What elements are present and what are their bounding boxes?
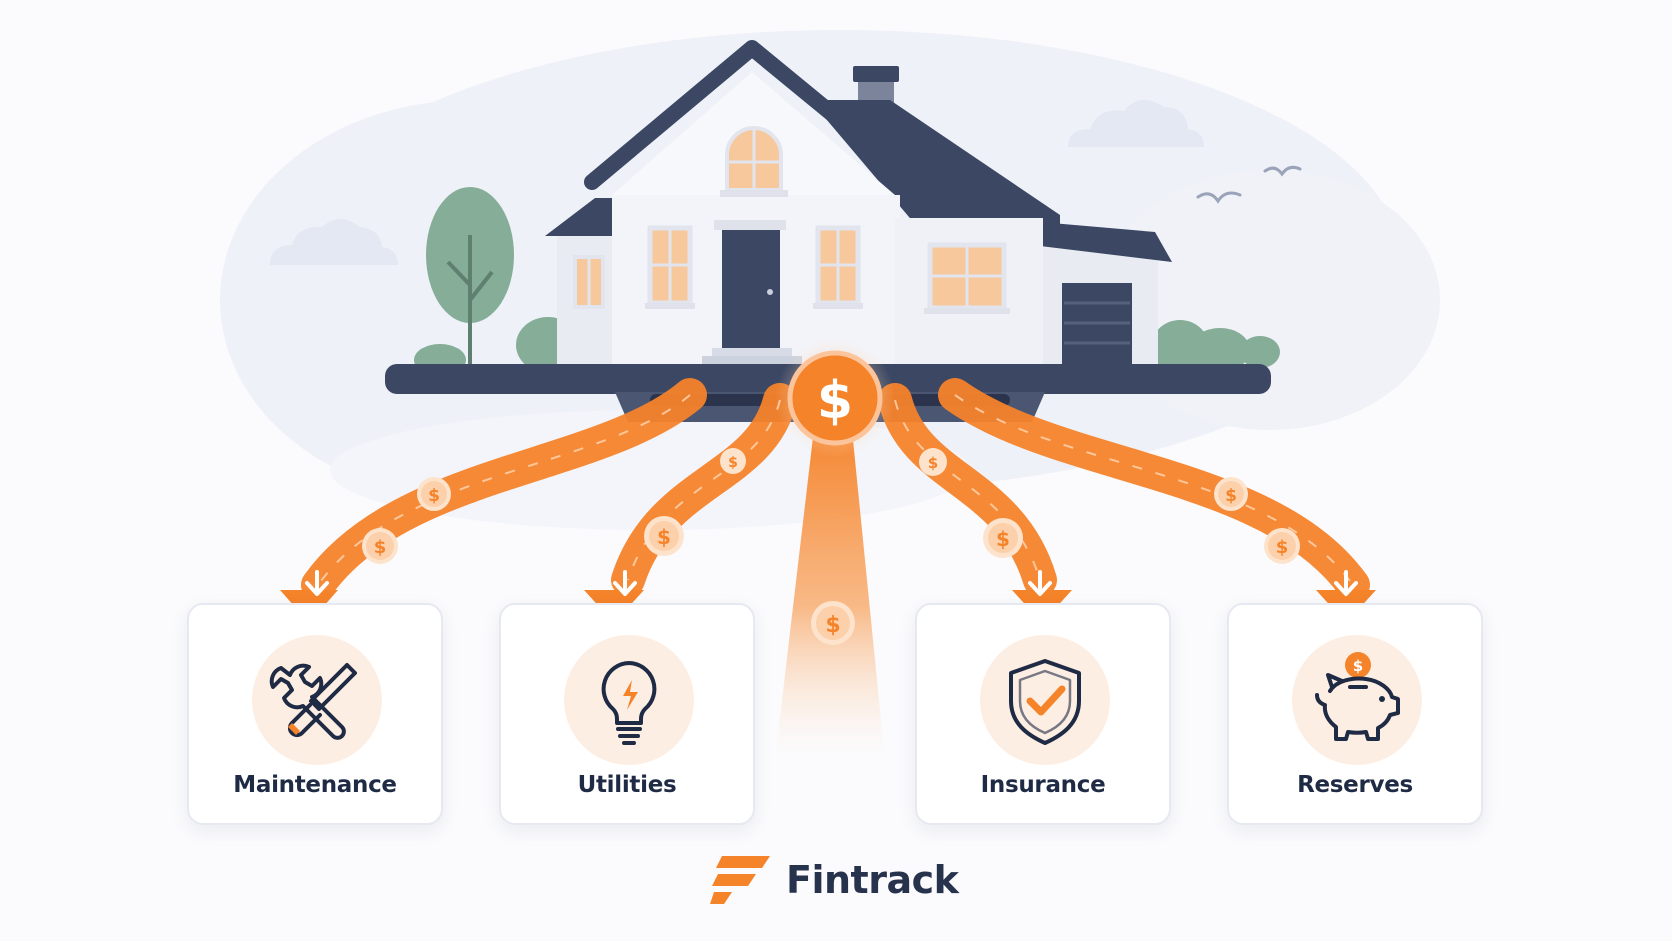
wrench-screwdriver-icon: [269, 663, 357, 740]
svg-text:$: $: [817, 371, 853, 431]
coins: $ $ $ $ $ $ $ $ $: [362, 448, 1300, 645]
svg-text:$: $: [1276, 537, 1289, 558]
coin-icon: $: [362, 528, 398, 564]
coin-icon: $: [644, 516, 684, 556]
lightbulb-icon: [601, 661, 657, 745]
icon-circle: [564, 635, 694, 765]
arrow-glyphs: [305, 570, 1358, 596]
icon-circle: [252, 635, 382, 765]
coin-icon: $: [811, 601, 855, 645]
category-label: Utilities: [577, 772, 677, 798]
coin-icon: $: [417, 477, 451, 511]
piggy-bank-icon: $: [1315, 652, 1400, 741]
dollar-hub-icon: $: [775, 338, 895, 458]
svg-text:$: $: [374, 537, 387, 558]
house-icon: [545, 40, 1172, 367]
money-streams: [301, 378, 1370, 760]
svg-text:$: $: [1353, 657, 1363, 675]
svg-text:$: $: [928, 454, 938, 472]
cloud-icon: [270, 219, 398, 265]
brand-logo: Fintrack: [710, 852, 959, 908]
tree-icon: [426, 187, 514, 365]
cloud-icon: [1068, 99, 1204, 147]
svg-text:$: $: [1225, 486, 1237, 506]
coin-icon: $: [1214, 477, 1248, 511]
birds-icon: [1196, 165, 1302, 204]
svg-text:$: $: [728, 455, 738, 471]
fintrack-logo-icon: [710, 856, 770, 904]
icon-circle: [980, 635, 1110, 765]
svg-text:$: $: [825, 613, 840, 638]
svg-text:$: $: [996, 527, 1010, 551]
shield-check-icon: [1009, 659, 1081, 745]
svg-text:$: $: [428, 486, 440, 506]
icon-circle: $: [1292, 635, 1422, 765]
coin-icon: $: [720, 448, 746, 474]
category-card-reserves[interactable]: $ Reserves: [1227, 603, 1483, 825]
stream-center: [775, 420, 885, 760]
category-card-insurance[interactable]: Insurance: [915, 603, 1171, 825]
category-label: Reserves: [1297, 772, 1413, 798]
coin-icon: $: [1264, 528, 1300, 564]
category-label: Maintenance: [233, 772, 397, 798]
category-card-maintenance[interactable]: Maintenance: [187, 603, 443, 825]
brand-name: Fintrack: [786, 858, 959, 902]
category-label: Insurance: [980, 772, 1106, 798]
coin-icon: $: [919, 448, 947, 476]
category-card-utilities[interactable]: Utilities: [499, 603, 755, 825]
coin-icon: $: [983, 518, 1023, 558]
svg-text:$: $: [657, 525, 671, 549]
